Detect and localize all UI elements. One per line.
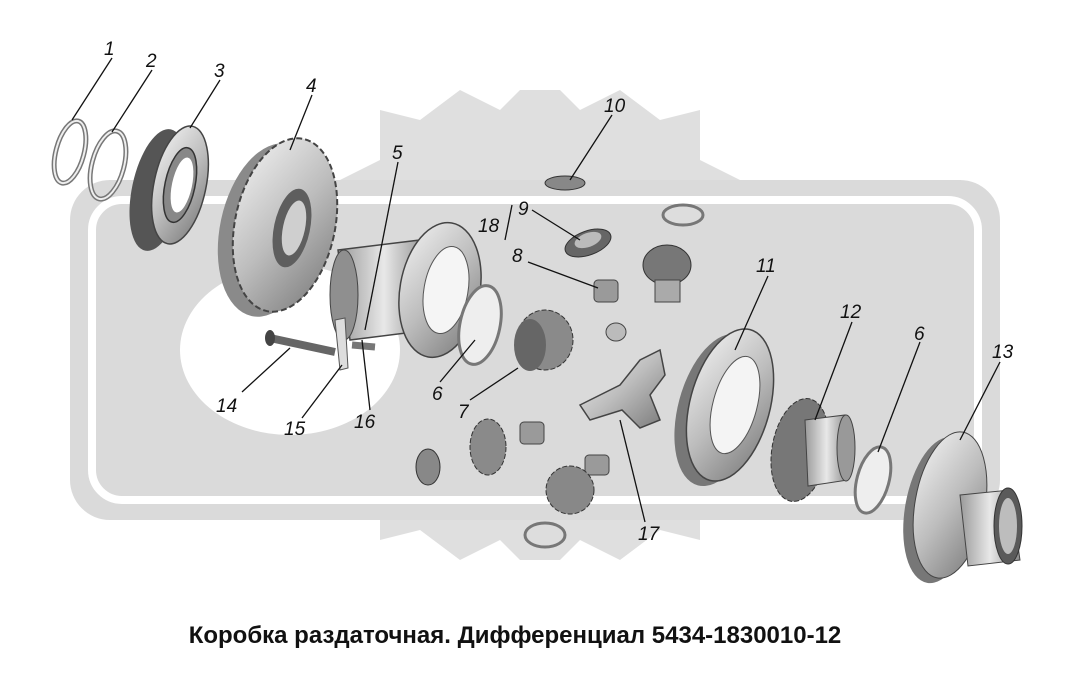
callout-6: 6: [432, 384, 443, 405]
part-9-pinion-gear: [564, 228, 612, 258]
callout-2: 2: [145, 51, 157, 72]
part-13-flange: [903, 431, 1023, 584]
part-8-bushing: [593, 279, 619, 303]
callout-13: 13: [992, 342, 1014, 363]
callout-8: 8: [512, 246, 523, 267]
callout-4: 4: [306, 76, 317, 97]
callout-15: 15: [284, 419, 306, 440]
callout-17: 17: [638, 524, 661, 545]
callout-18: 18: [478, 216, 500, 237]
leader-lines: [71, 57, 1001, 523]
pinion-gear-lower: [545, 465, 595, 515]
part-6-shim: [457, 284, 503, 366]
callout-1: 1: [104, 39, 115, 60]
part-17-spider-cross: [578, 322, 666, 429]
part-1-retaining-ring: [51, 118, 89, 186]
washer-lower: [415, 448, 441, 486]
callout-10: 10: [604, 96, 626, 117]
callout-14: 14: [216, 396, 237, 417]
part-15-lock-plate: [334, 317, 349, 371]
part-4-helical-gear: [217, 137, 339, 317]
callout-3: 3: [214, 61, 225, 82]
callout-6b: 6: [914, 324, 925, 345]
callout-11: 11: [756, 256, 776, 277]
callout-12: 12: [840, 302, 862, 323]
washer-lower-2: [523, 521, 567, 549]
callout-16: 16: [354, 412, 376, 433]
part-16-pin: [351, 341, 376, 351]
side-pinion-gear: [642, 244, 692, 303]
diagram-caption: Коробка раздаточная. Дифференциал 5434-1…: [188, 622, 842, 649]
thrust-washer: [661, 203, 705, 227]
part-7-side-gear: [514, 309, 574, 371]
bushing-lower-2: [584, 454, 610, 476]
callout-9: 9: [518, 199, 529, 220]
part-14-bolt: [265, 330, 336, 356]
callout-labels: 1 2 3 4 5 6 7 8 9 10 11 12 6 13 14 15 16…: [104, 39, 1014, 545]
part-11-differential-cover: [674, 328, 775, 487]
part-5-differential-case: [329, 221, 482, 359]
part-6-shim-right: [853, 445, 893, 515]
side-gear-lower: [469, 418, 507, 476]
part-2-ring: [87, 128, 129, 202]
callout-7: 7: [458, 402, 470, 423]
part-12-gear: [770, 398, 856, 502]
part-10-washer: [544, 175, 586, 191]
bushing-lower: [519, 421, 545, 445]
callout-5: 5: [392, 143, 403, 164]
part-3-bearing: [129, 125, 210, 251]
